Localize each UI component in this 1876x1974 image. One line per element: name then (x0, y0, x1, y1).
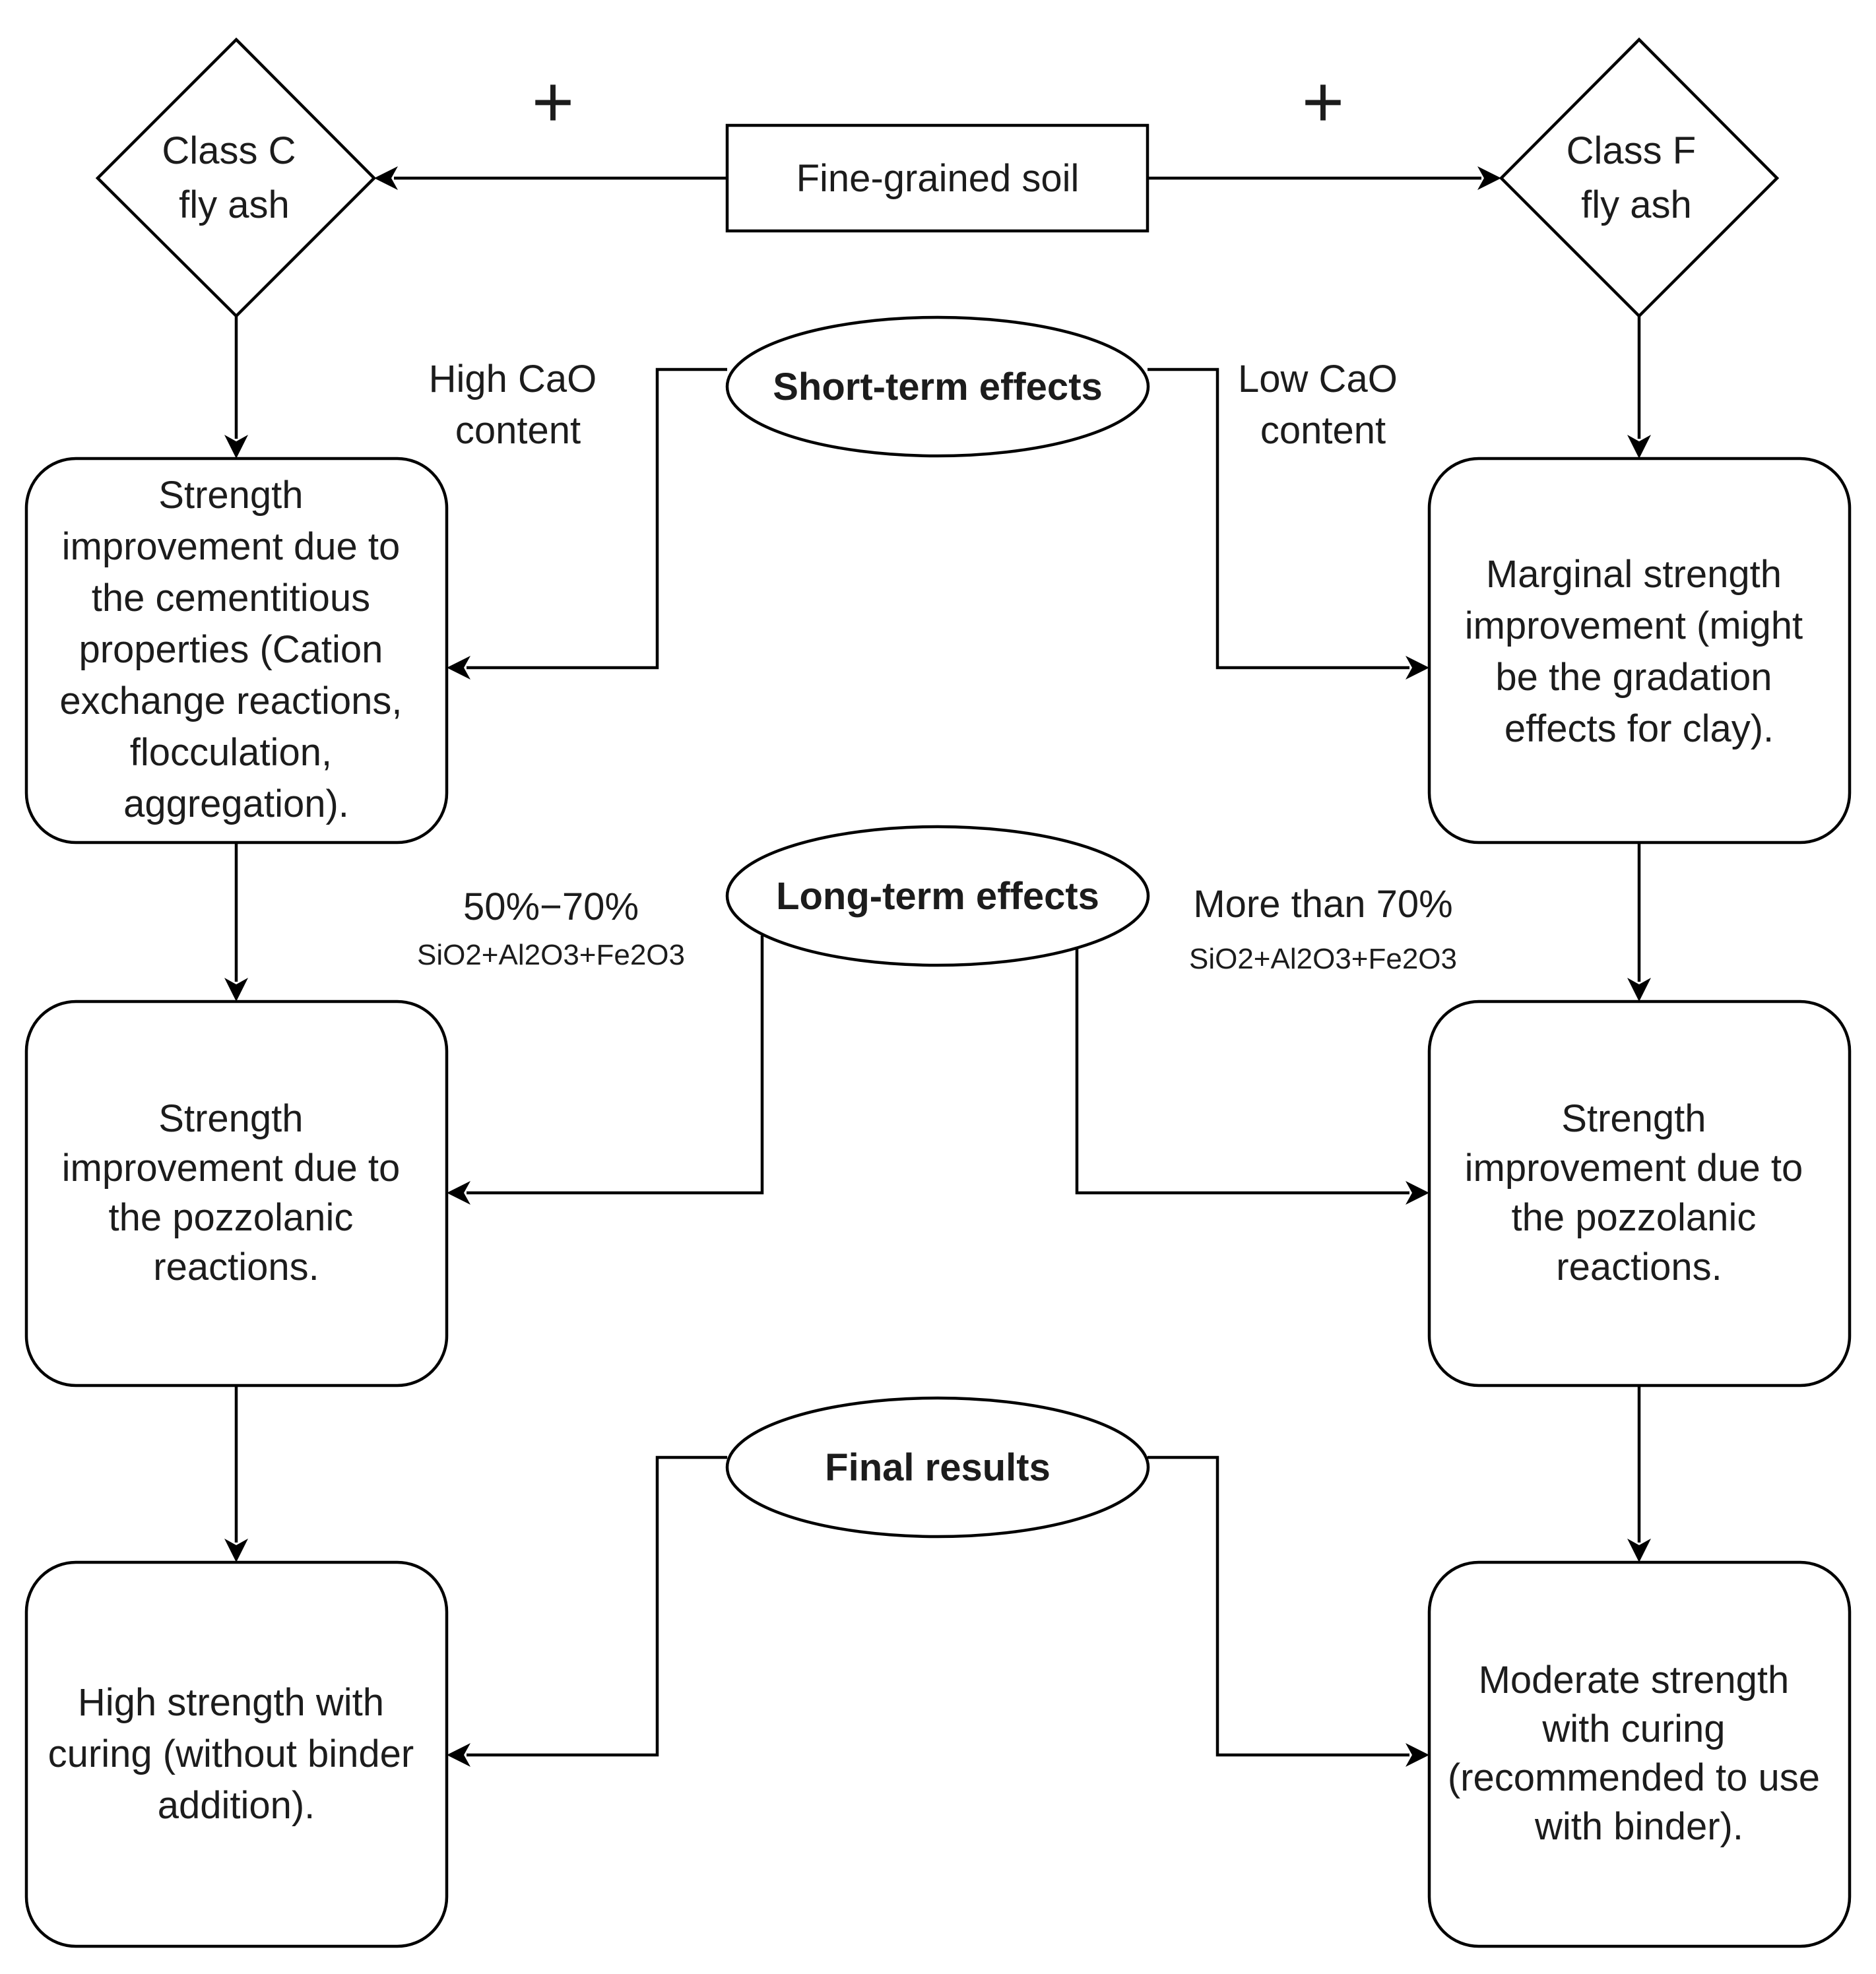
fine-grained-soil-box (725, 123, 1149, 233)
class-f-long-term-box (1427, 1000, 1852, 1387)
class-c-label: Class C fly ash (162, 129, 306, 226)
short-term-to-class-c-connector (467, 367, 727, 670)
plus-sign-left: + (532, 61, 574, 143)
class-f-final-text: Moderate strength with curing (recommend… (1448, 1659, 1830, 1848)
class-c-oxide-percentage-label: 50%−70% (463, 885, 639, 928)
final-results-ellipse (725, 1396, 1150, 1539)
class-f-label: Class F fly ash (1567, 129, 1707, 226)
low-cao-content-label: Low CaO content (1238, 358, 1408, 452)
class-f-to-short-term-arrowhead (1627, 435, 1651, 459)
class-c-long-term-text: Strength improvement due to the pozzolan… (62, 1097, 411, 1289)
soil-to-class-f-arrowhead (1477, 166, 1501, 190)
short-term-effects-label: Short-term effects (773, 366, 1103, 408)
class-c-fly-ash-diamond (95, 37, 377, 319)
long-term-to-class-f-connector (1075, 947, 1409, 1195)
class-c-final-box (24, 1560, 449, 1948)
class-f-long-term-text: Strength improvement due to the pozzolan… (1465, 1097, 1814, 1289)
class-f-short-term-text: Marginal strength improvement (might be … (1465, 553, 1814, 750)
long-term-effects-ellipse (725, 825, 1150, 967)
f-long-to-final-arrowhead (1627, 1539, 1651, 1562)
fine-grained-soil-label: Fine-grained soil (796, 157, 1080, 200)
class-f-fly-ash-diamond (1499, 37, 1780, 319)
long-term-to-class-c-arrowhead (447, 1181, 470, 1205)
short-term-to-class-f-connector (1148, 367, 1409, 670)
short-term-to-class-f-arrowhead (1406, 656, 1429, 680)
final-to-class-f-connector (1148, 1455, 1409, 1757)
class-c-short-term-text: Strength improvement due to the cementit… (59, 474, 412, 825)
long-term-effects-label: Long-term effects (776, 875, 1099, 918)
final-results-label: Final results (825, 1446, 1051, 1489)
class-f-final-box (1427, 1560, 1852, 1948)
final-to-class-c-arrowhead (447, 1743, 470, 1767)
long-term-to-class-c-connector (467, 936, 764, 1195)
class-f-short-term-box (1427, 457, 1852, 844)
final-to-class-f-arrowhead (1406, 1743, 1429, 1767)
short-term-effects-ellipse (725, 315, 1150, 458)
c-short-to-long-arrowhead (224, 978, 248, 1002)
f-short-to-long-arrowhead (1627, 978, 1651, 1002)
class-f-oxide-percentage-label: More than 70% (1193, 883, 1452, 926)
class-c-oxide-formula-label: SiO2+Al2O3+Fe2O3 (417, 939, 685, 971)
class-f-oxide-formula-label: SiO2+Al2O3+Fe2O3 (1189, 943, 1457, 975)
class-c-to-short-term-arrowhead (224, 435, 248, 459)
class-c-final-text: High strength with curing (without binde… (48, 1681, 425, 1827)
plus-sign-right: + (1302, 61, 1344, 143)
soil-to-class-c-arrowhead (374, 166, 398, 190)
long-term-to-class-f-arrowhead (1406, 1181, 1429, 1205)
class-c-long-term-box (24, 1000, 449, 1387)
high-cao-content-label: High CaO content (429, 358, 608, 452)
final-to-class-c-connector (467, 1455, 727, 1757)
c-long-to-final-arrowhead (224, 1539, 248, 1562)
short-term-to-class-c-arrowhead (447, 656, 470, 680)
